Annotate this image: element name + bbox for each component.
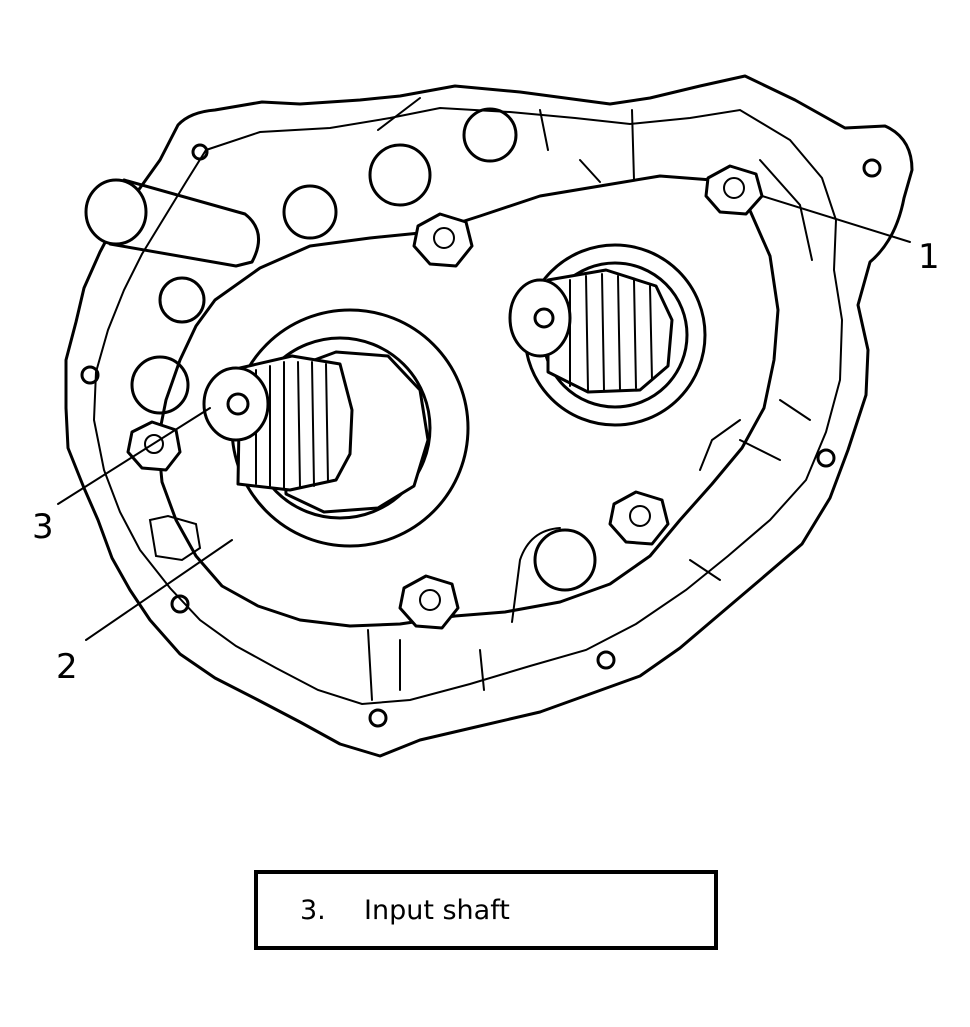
leader-line-1 bbox=[761, 195, 911, 243]
bolt bbox=[398, 574, 460, 630]
dowel-pin-end bbox=[84, 178, 148, 246]
housing-outer-outline bbox=[64, 74, 914, 758]
dowel-pin-body bbox=[108, 178, 261, 268]
input-shaft-end bbox=[202, 366, 270, 442]
transmission-housing-diagram: 1 2 3 bbox=[32, 74, 940, 758]
callout-label-1: 1 bbox=[918, 237, 940, 277]
mounting-hole bbox=[80, 365, 100, 385]
leader-line-2 bbox=[85, 539, 233, 641]
caption-box: 3. Input shaft bbox=[254, 870, 718, 950]
bolt bbox=[126, 420, 182, 472]
mounting-hole bbox=[816, 448, 836, 468]
mounting-hole bbox=[368, 708, 388, 728]
housing-inner-flange bbox=[92, 106, 844, 706]
callout-label-3: 3 bbox=[32, 507, 54, 547]
housing-boss bbox=[533, 528, 597, 592]
housing-rib bbox=[739, 159, 813, 461]
housing-lower-detail bbox=[148, 514, 202, 562]
output-shaft-center-hole bbox=[533, 307, 555, 329]
caption-text: Input shaft bbox=[364, 894, 510, 926]
housing-lower-detail bbox=[689, 419, 741, 581]
housing-boss bbox=[462, 107, 518, 163]
input-shaft-center-hole bbox=[226, 392, 250, 416]
callout-label-2: 2 bbox=[56, 647, 78, 687]
mounting-hole bbox=[862, 158, 882, 178]
housing-lower-detail bbox=[367, 527, 561, 701]
housing-boss bbox=[368, 143, 432, 207]
bolt bbox=[608, 490, 670, 546]
housing-rib bbox=[377, 97, 635, 183]
output-shaft-spline-lines bbox=[569, 273, 653, 391]
housing-boss bbox=[130, 355, 190, 415]
output-shaft-splines bbox=[546, 268, 674, 394]
housing-boss bbox=[282, 184, 338, 240]
bolt bbox=[704, 164, 764, 216]
housing-boss bbox=[158, 276, 206, 324]
caption-number: 3. bbox=[300, 894, 326, 926]
output-shaft-end bbox=[508, 278, 572, 358]
mounting-hole bbox=[170, 594, 190, 614]
mounting-hole bbox=[191, 143, 209, 161]
mounting-hole bbox=[596, 650, 616, 670]
bolt bbox=[412, 212, 474, 268]
leader-line-3 bbox=[57, 407, 211, 505]
